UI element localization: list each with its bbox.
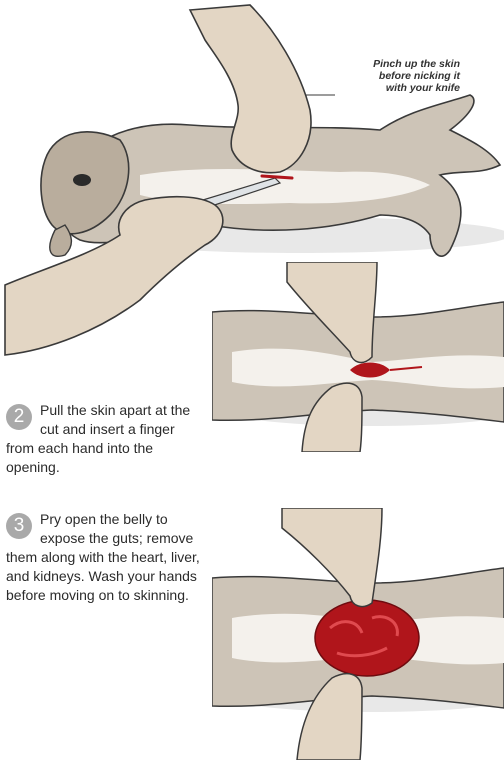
step-2-text: Pull the skin apart at the cut and inser… — [6, 402, 190, 475]
step-2: 2 Pull the skin apart at the cut and ins… — [6, 401, 206, 477]
callout-line-1: Pinch up the skin — [330, 58, 460, 70]
step-3: 3 Pry open the belly to expose the guts;… — [6, 510, 206, 605]
callout-pinch-skin: Pinch up the skin before nicking it with… — [330, 58, 460, 94]
illustration-pull-skin-apart — [212, 262, 504, 452]
step-3-text: Pry open the belly to expose the guts; r… — [6, 511, 200, 603]
illustration-expose-guts — [212, 508, 504, 760]
cut-mark — [262, 176, 292, 178]
callout-line-2: before nicking it — [330, 70, 460, 82]
step-2-badge: 2 — [6, 404, 32, 430]
exposed-guts — [315, 600, 419, 676]
step-3-badge: 3 — [6, 513, 32, 539]
callout-line-3: with your knife — [330, 82, 460, 94]
